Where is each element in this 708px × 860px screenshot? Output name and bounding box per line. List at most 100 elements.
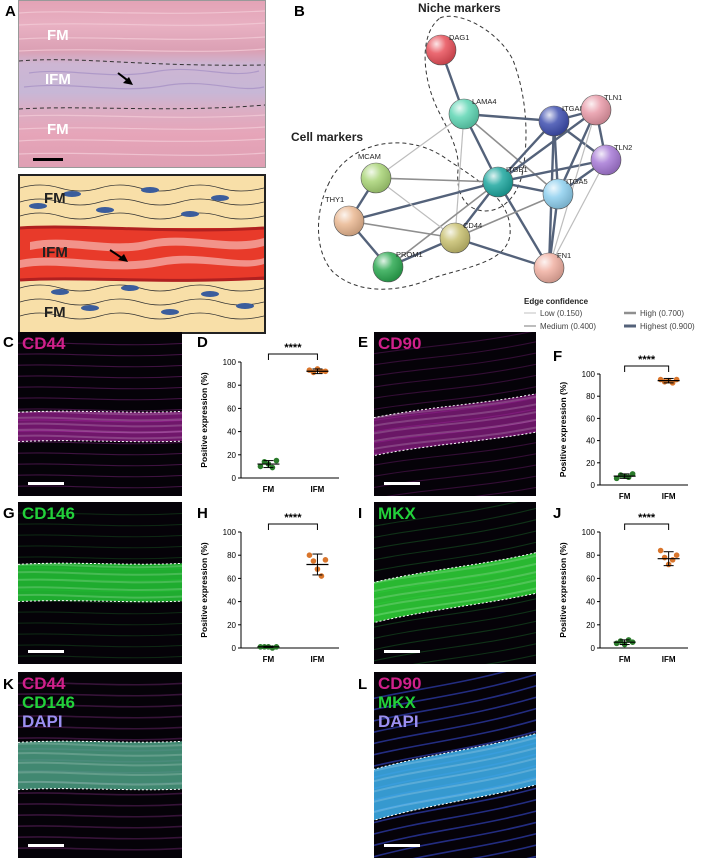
significance-bracket (267, 523, 318, 530)
node-label-prom1: PROM1 (396, 250, 423, 259)
node-mcam[interactable]: MCAM (358, 152, 392, 194)
node-dag1[interactable]: DAG1 (425, 33, 469, 66)
y-tick-label: 20 (586, 459, 595, 468)
tendon-schematic: FM IFM FM (18, 174, 266, 334)
node-fn1[interactable]: FN1 (533, 251, 571, 284)
y-tick-label: 60 (586, 414, 595, 423)
panel-label-j: J (553, 505, 562, 522)
scale-bar (384, 650, 420, 653)
stain-label-dapi: DAPI (378, 712, 419, 731)
y-axis-label: Positive expression (%) (558, 542, 568, 638)
data-point (661, 554, 668, 561)
node-label-fn1: FN1 (557, 251, 571, 260)
significance-label: **** (284, 342, 302, 354)
y-tick-label: 40 (586, 598, 595, 607)
panel-label-h: H (197, 505, 208, 522)
significance-bracket (624, 523, 670, 530)
data-point (669, 557, 676, 563)
data-point (673, 552, 680, 558)
node-prom1[interactable]: PROM1 (372, 250, 423, 283)
data-point (318, 573, 325, 579)
x-tick-label-ifm: IFM (662, 655, 676, 664)
node-itgb1[interactable]: ITGB1 (482, 165, 528, 198)
schematic-label-fm-top: FM (44, 190, 66, 207)
stain-label-cd146: CD146 (22, 504, 75, 523)
y-tick-label: 0 (232, 644, 237, 653)
cell-group-outline (318, 142, 511, 290)
y-tick-label: 80 (586, 551, 595, 560)
series-fm (257, 644, 280, 651)
data-point (629, 471, 636, 477)
stain-label-cd90: CD90 (378, 334, 422, 353)
y-tick-label: 80 (227, 381, 236, 390)
node-lama4[interactable]: LAMA4 (448, 97, 497, 130)
edge-itgb1-prom1 (387, 181, 499, 268)
edge-confidence-title: Edge confidence (524, 297, 589, 306)
node-label-itga8: ITGA8 (562, 104, 584, 113)
node-tln2[interactable]: TLN2 (590, 143, 632, 176)
node-label-thy1: THY1 (325, 195, 344, 204)
scale-bar (28, 482, 64, 485)
series-fm (613, 637, 636, 648)
node-label-tln1: TLN1 (604, 93, 622, 102)
micrograph-i: MKX (374, 502, 536, 664)
scale-bar (28, 844, 64, 847)
stain-label-dapi: DAPI (22, 712, 63, 731)
panel-label-c: C (3, 334, 14, 351)
y-tick-label: 80 (227, 551, 236, 560)
node-label-cd44: CD44 (463, 221, 482, 230)
stain-label-cd44: CD44 (22, 674, 66, 693)
histology-label-fm-bottom: FM (47, 121, 69, 138)
edge-lama4-itga5 (463, 113, 559, 195)
panel-label-a: A (5, 3, 16, 20)
edge-itgb1-fn1 (496, 181, 551, 269)
y-axis-label: Positive expression (%) (199, 372, 209, 468)
series-ifm (657, 376, 680, 386)
node-cd44[interactable]: CD44 (439, 221, 482, 254)
panel-label-k: K (3, 676, 14, 693)
series-ifm (306, 552, 329, 579)
node-itga8[interactable]: ITGA8 (538, 104, 584, 137)
edge-cd44-thy1 (348, 220, 456, 239)
node-label-tln2: TLN2 (614, 143, 632, 152)
significance-label: **** (284, 512, 302, 524)
panel-label-l: L (358, 676, 368, 693)
node-tln1[interactable]: TLN1 (580, 93, 622, 126)
micrograph-c: CD44 (18, 332, 182, 496)
node-itga5[interactable]: ITGA5 (542, 177, 588, 210)
data-point (657, 547, 664, 554)
panel-label-d: D (197, 334, 208, 351)
x-tick-label-fm: FM (619, 492, 631, 501)
scale-bar (384, 844, 420, 847)
x-tick-label-ifm: IFM (662, 492, 676, 501)
edge-tln1-itga5 (556, 109, 598, 195)
y-tick-label: 60 (586, 574, 595, 583)
data-point (613, 475, 620, 482)
panel-label-i: I (358, 505, 363, 522)
y-tick-label: 100 (223, 358, 237, 367)
data-point (322, 557, 329, 563)
node-label-dag1: DAG1 (449, 33, 469, 42)
panel-label-b: B (294, 3, 305, 20)
significance-label: **** (638, 512, 656, 524)
y-tick-label: 40 (586, 437, 595, 446)
node-thy1[interactable]: THY1 (325, 195, 365, 237)
y-tick-label: 100 (582, 528, 596, 537)
node-label-mcam: MCAM (358, 152, 381, 161)
edge-itgb1-thy1 (348, 180, 499, 223)
data-point (273, 457, 280, 464)
y-tick-label: 40 (227, 428, 236, 437)
y-axis-label: Positive expression (%) (558, 382, 568, 478)
node-label-itgb1: ITGB1 (506, 165, 528, 174)
data-point (306, 552, 313, 558)
niche-markers-label: Niche markers (418, 1, 501, 15)
micrograph-e: CD90 (374, 332, 536, 496)
cell-markers-label: Cell markers (291, 130, 363, 144)
edge-tln1-fn1 (548, 109, 597, 269)
series-ifm (306, 366, 329, 376)
y-axis-label: Positive expression (%) (199, 542, 209, 638)
